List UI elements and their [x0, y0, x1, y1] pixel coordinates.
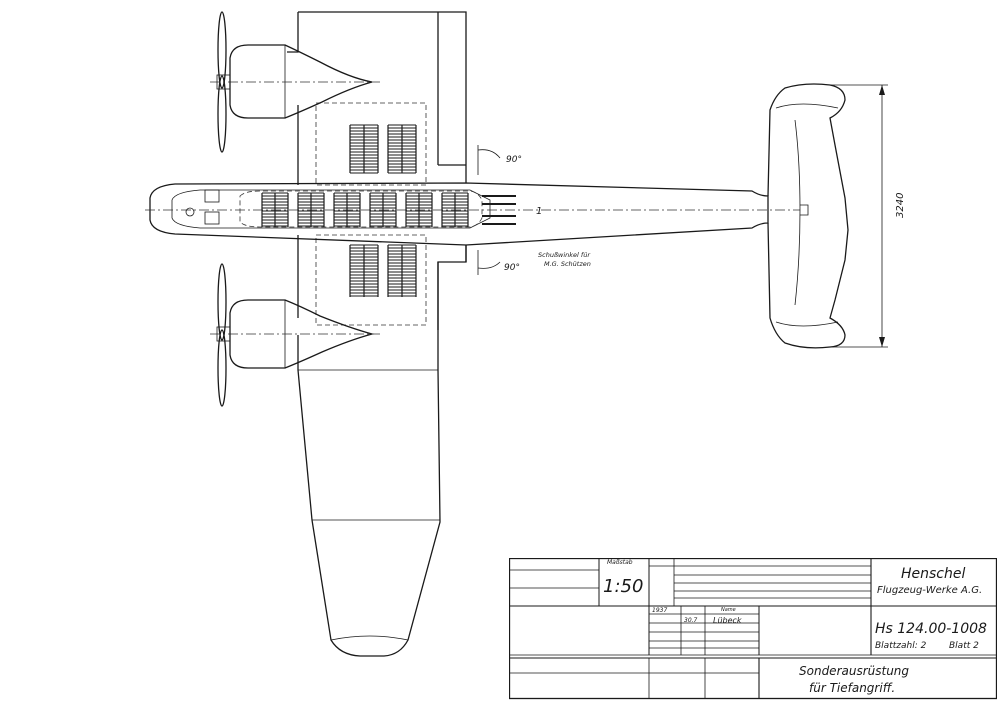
- sheet-number: Blatt 2: [949, 641, 979, 651]
- bomb-rack: [297, 192, 325, 227]
- company-name: Henschel: [901, 566, 966, 582]
- drawing-number: Hs 124.00-1008: [875, 621, 987, 637]
- upper-wing: [287, 11, 467, 186]
- tail-span-label: 3240: [895, 193, 906, 218]
- angle-label-bottom: 90°: [504, 263, 520, 273]
- lower-wing: [297, 234, 467, 657]
- scale-caption: Maßstab: [607, 559, 633, 566]
- scale-value: 1:50: [603, 576, 644, 597]
- angle-label-top: 90°: [506, 155, 522, 165]
- bomb-rack: [369, 192, 397, 227]
- horizontal-tail: [767, 83, 849, 349]
- propeller-upper: [216, 11, 231, 153]
- station-mark: 1: [536, 206, 542, 217]
- bomb-rack: [349, 124, 379, 174]
- bomb-rack: [333, 192, 361, 227]
- propeller-lower: [216, 263, 231, 407]
- bomb-rack: [387, 124, 417, 174]
- date-entry: 30.7: [684, 617, 698, 624]
- tail-span-dimension: [830, 84, 888, 348]
- fuselage: [145, 182, 800, 246]
- sheet-count: Blattzahl: 2: [875, 641, 927, 651]
- title-block-grid: [509, 558, 997, 700]
- engine-lower: [210, 299, 380, 369]
- field-of-fire-label-line2: M.G. Schützen: [544, 260, 591, 268]
- bomb-rack: [387, 244, 417, 297]
- company-subtitle: Flugzeug-Werke A.G.: [877, 585, 983, 596]
- bomb-racks: [261, 124, 516, 297]
- field-of-fire-label-line1: Schußwinkel für: [538, 251, 591, 259]
- bomb-rack: [261, 192, 289, 227]
- engine-upper: [210, 44, 380, 119]
- bomb-rack: [441, 192, 469, 227]
- description-line2: für Tiefangriff.: [809, 681, 896, 695]
- field-of-fire-lines: [477, 145, 501, 275]
- bomb-rack: [405, 192, 433, 227]
- name-caption: Name: [721, 607, 736, 613]
- drawn-by: Lübeck: [713, 616, 742, 625]
- title-block: Maßstab 1:50 Henschel Flugzeug-Werke A.G…: [509, 558, 997, 704]
- year-entry: 1937: [652, 607, 668, 614]
- description-line1: Sonderausrüstung: [799, 664, 910, 678]
- bomb-rack: [349, 244, 379, 297]
